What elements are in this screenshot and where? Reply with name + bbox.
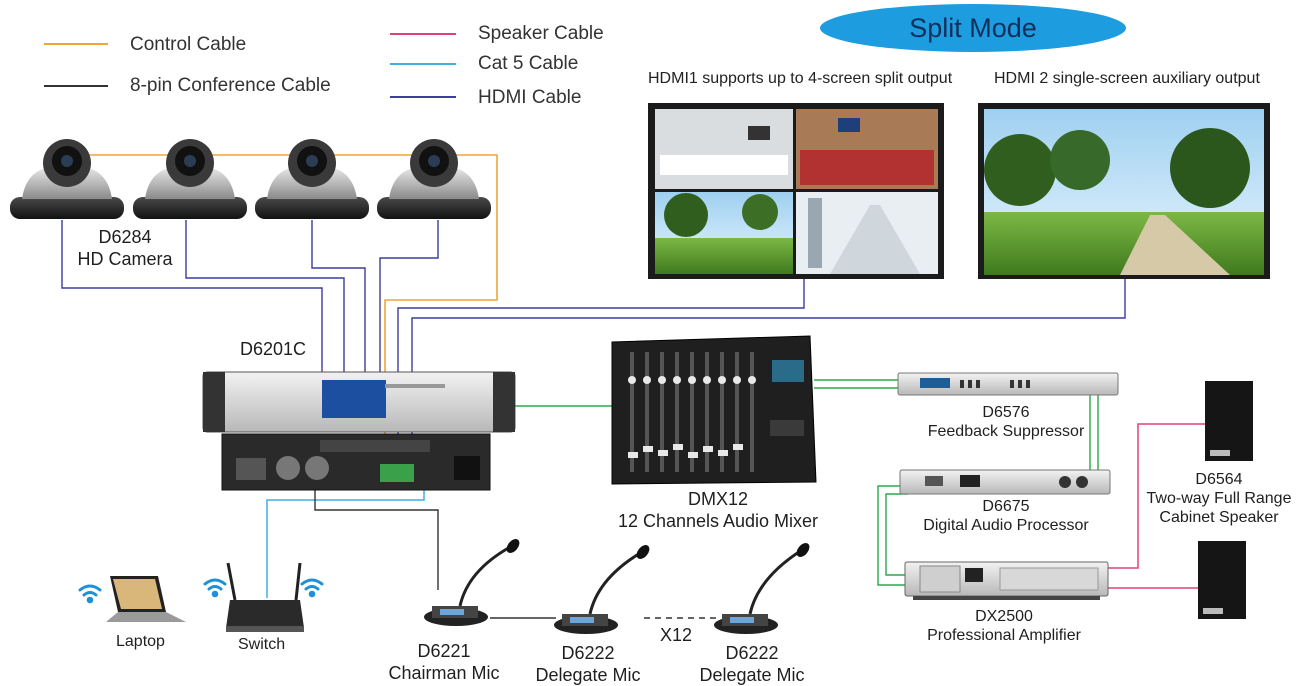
chairman-mic-label: D6221 Chairman Mic — [376, 640, 512, 684]
amplifier-device — [904, 561, 1109, 600]
display-split — [648, 103, 944, 279]
delegate-mic-1-label: D6222 Delegate Mic — [520, 642, 656, 686]
mic-multiplier: X12 — [660, 625, 693, 645]
chairman-mic-device — [424, 539, 520, 626]
camera-3 — [255, 139, 369, 219]
speaker-cabinet-1 — [1205, 381, 1253, 461]
mixer-device — [611, 335, 817, 485]
laptop-device — [106, 576, 186, 622]
camera-name: HD Camera — [77, 249, 173, 269]
host-model: D6201C — [240, 339, 307, 359]
chairman-mic-model: D6221 — [417, 641, 471, 661]
delegate-mic-2-label: D6222 Delegate Mic — [684, 642, 820, 686]
laptop-label: Laptop — [116, 633, 165, 650]
host-front-panel — [202, 371, 516, 433]
mode-title: Split Mode — [909, 12, 1037, 43]
suppressor-model: D6576 — [982, 404, 1030, 421]
camera-2 — [133, 139, 247, 219]
mode-title-badge: Split Mode — [820, 4, 1126, 52]
camera-1 — [10, 139, 124, 219]
camera-model: D6284 — [98, 227, 152, 247]
chairman-mic-name: Chairman Mic — [388, 663, 500, 683]
amplifier-name: Professional Amplifier — [927, 627, 1081, 644]
processor-label: D6675 Digital Audio Processor — [908, 497, 1104, 535]
legend-cat5-label: Cat 5 Cable — [478, 53, 579, 74]
delegate-mic-1-model: D6222 — [561, 643, 615, 663]
wifi-icon-switch-left — [203, 578, 227, 598]
mixer-label: DMX12 12 Channels Audio Mixer — [600, 488, 836, 532]
speaker-name-line2: Cabinet Speaker — [1159, 509, 1279, 526]
cat5-cables — [266, 478, 425, 598]
legend-speaker-label: Speaker Cable — [478, 23, 604, 44]
switch-label: Switch — [238, 636, 286, 653]
mixer-name: 12 Channels Audio Mixer — [617, 511, 819, 531]
audio-cables — [515, 379, 1099, 586]
speaker-label: D6564 Two-way Full Range Cabinet Speaker — [1140, 470, 1298, 527]
speaker-cables — [1108, 423, 1205, 589]
wifi-icon-laptop — [78, 584, 102, 604]
legend-conference-label: 8-pin Conference Cable — [130, 75, 331, 96]
suppressor-name: Feedback Suppressor — [927, 423, 1085, 440]
speaker-name-line1: Two-way Full Range — [1146, 490, 1292, 507]
suppressor-label: D6576 Feedback Suppressor — [916, 403, 1096, 441]
feedback-suppressor-device — [897, 372, 1119, 396]
speaker-model: D6564 — [1195, 471, 1243, 488]
camera-label: D6284 HD Camera — [60, 226, 190, 270]
conference-cables — [314, 490, 716, 619]
control-cables — [68, 154, 498, 455]
delegate-mic-1-name: Delegate Mic — [535, 665, 641, 685]
camera-4 — [377, 139, 491, 219]
delegate-mic-2-device — [714, 543, 810, 634]
amplifier-label: DX2500 Professional Amplifier — [912, 607, 1096, 645]
display-single — [978, 103, 1270, 279]
legend-hdmi-label: HDMI Cable — [478, 87, 582, 108]
audio-processor-device — [899, 469, 1111, 495]
processor-name: Digital Audio Processor — [923, 517, 1089, 534]
hdmi1-caption: HDMI1 supports up to 4-screen split outp… — [648, 70, 953, 87]
speaker-cabinet-2 — [1198, 541, 1246, 619]
delegate-mic-2-name: Delegate Mic — [699, 665, 805, 685]
hdmi2-caption: HDMI 2 single-screen auxiliary output — [994, 70, 1260, 87]
processor-model: D6675 — [982, 498, 1030, 515]
legend-control-label: Control Cable — [130, 34, 247, 55]
delegate-mic-2-model: D6222 — [725, 643, 779, 663]
router-switch-device — [226, 562, 304, 632]
host-rear-panel — [221, 433, 491, 491]
amplifier-model: DX2500 — [975, 608, 1033, 625]
delegate-mic-1-device — [554, 545, 650, 634]
wifi-icon-switch-right — [300, 578, 324, 598]
mixer-model: DMX12 — [687, 489, 749, 509]
